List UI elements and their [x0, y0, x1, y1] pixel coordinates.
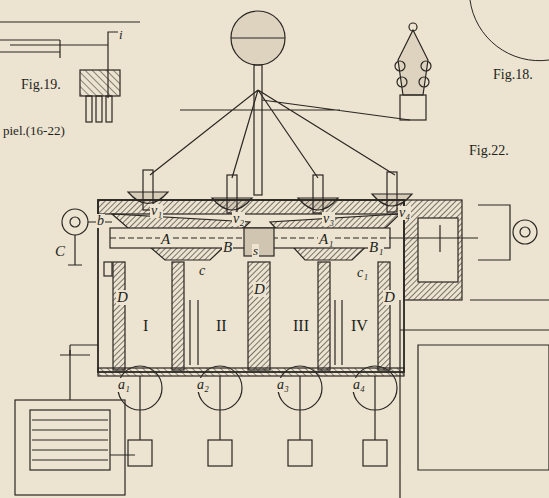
part-label: III: [292, 318, 310, 334]
part-label: A: [160, 232, 171, 247]
part-label: A₁: [318, 232, 334, 247]
part-label: s: [252, 244, 259, 257]
part-label: IV: [350, 318, 369, 334]
part-label: a₄: [352, 378, 366, 392]
part-label: D: [116, 290, 129, 305]
part-label: II: [215, 318, 228, 334]
part-label: v₃: [322, 212, 335, 226]
part-label: i: [118, 28, 124, 41]
part-label: D: [253, 282, 266, 297]
part-label: Fig.19.: [20, 78, 62, 92]
part-label: B₁: [368, 240, 384, 255]
part-label: c: [198, 264, 206, 278]
part-label: Fig.18.: [492, 68, 534, 82]
part-label: a₂: [196, 378, 210, 392]
part-label: B: [222, 240, 233, 255]
part-label: C: [54, 244, 66, 259]
part-label: I: [142, 318, 149, 334]
part-label: Fig.22.: [468, 144, 510, 158]
part-label: v₄: [398, 206, 411, 220]
part-label: c₁: [356, 266, 369, 280]
part-label: a₃: [276, 378, 290, 392]
part-label: piel.(16-22): [2, 124, 66, 137]
part-label: D: [383, 290, 396, 305]
part-label: a₁: [117, 378, 131, 392]
part-label: v₁: [150, 204, 163, 218]
part-label: b: [96, 214, 105, 228]
part-label: v₂: [232, 212, 245, 226]
